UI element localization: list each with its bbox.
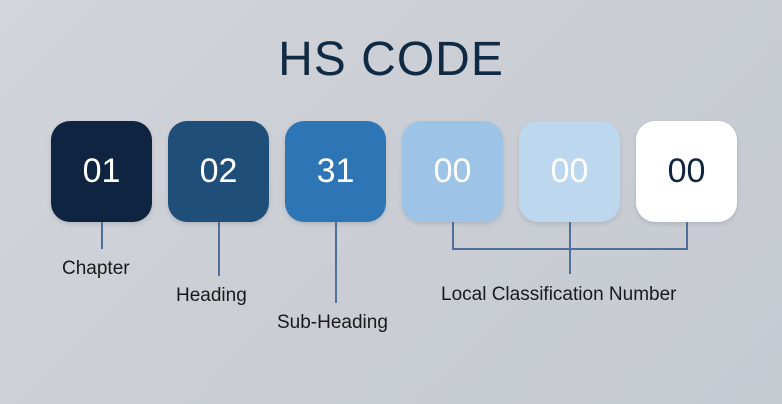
code-box-chapter-value: 01 bbox=[82, 152, 121, 190]
label-heading: Heading bbox=[176, 285, 247, 306]
connector-line-local-stem bbox=[569, 248, 571, 274]
code-box-sub-heading-value: 31 bbox=[316, 152, 355, 190]
code-box-heading-value: 02 bbox=[199, 152, 238, 190]
code-box-local-2: 00 bbox=[519, 121, 620, 222]
code-box-sub-heading: 31 bbox=[285, 121, 386, 222]
connector-line-local-1 bbox=[452, 222, 454, 249]
code-box-local-1-value: 00 bbox=[433, 152, 472, 190]
code-box-local-1: 00 bbox=[402, 121, 503, 222]
label-local-classification-number: Local Classification Number bbox=[441, 284, 677, 305]
connector-line-heading bbox=[218, 222, 220, 276]
code-box-local-3-value: 00 bbox=[667, 152, 706, 190]
code-box-local-2-value: 00 bbox=[550, 152, 589, 190]
code-box-local-3: 00 bbox=[636, 121, 737, 222]
connector-line-chapter bbox=[101, 222, 103, 249]
label-sub-heading: Sub-Heading bbox=[277, 312, 388, 333]
code-box-heading: 02 bbox=[168, 121, 269, 222]
connector-line-local-3 bbox=[686, 222, 688, 249]
label-chapter: Chapter bbox=[62, 258, 130, 279]
connector-line-local-2 bbox=[569, 222, 571, 249]
connector-line-sub-heading bbox=[335, 222, 337, 303]
page-title: HS CODE bbox=[278, 33, 504, 86]
code-box-chapter: 01 bbox=[51, 121, 152, 222]
